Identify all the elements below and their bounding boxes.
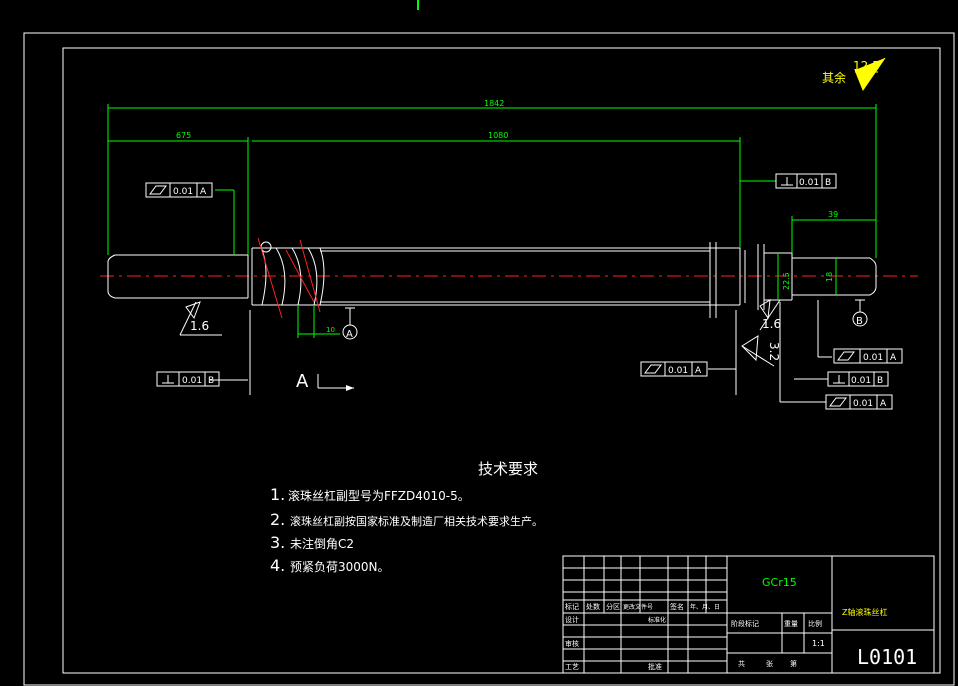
tb-weight-label: 重量 xyxy=(784,620,798,628)
svg-text:A: A xyxy=(880,399,887,409)
svg-text:B: B xyxy=(825,178,831,188)
tb-review-label: 审核 xyxy=(565,639,579,648)
tech-req-text-2: 滚珠丝杠副按国家标准及制造厂相关技术要求生产。 xyxy=(290,514,543,528)
surface-finish-note: 其余 12.5 xyxy=(822,57,886,92)
dim-diameter-large: 22.5 xyxy=(782,272,791,290)
svg-text:0.01: 0.01 xyxy=(173,187,193,197)
svg-text:A: A xyxy=(695,366,702,376)
surface-finish-other-value: 12.5 xyxy=(853,59,880,73)
tb-row-label-change: 更改文件号 xyxy=(623,603,653,611)
tb-row-label-date: 年、月、日 xyxy=(690,603,720,611)
svg-text:0.01: 0.01 xyxy=(863,353,883,363)
tolerance-frame-5: 0.01 A xyxy=(833,348,903,364)
svg-text:0.01: 0.01 xyxy=(799,178,819,188)
roughness-2: 1.6 xyxy=(762,317,781,331)
tech-req-text-3: 未注倒角C2 xyxy=(290,536,354,551)
tb-row-label-count: 处数 xyxy=(586,602,600,611)
roughness-1: 1.6 xyxy=(190,319,209,333)
roughness-3: 3.2 xyxy=(767,342,781,361)
tb-scale-label: 比例 xyxy=(808,619,822,628)
title-block: 标记 处数 分区 更改文件号 签名 年、月、日 设计 标准化 审核 工艺 批准 … xyxy=(562,555,935,674)
outer-frame xyxy=(23,32,955,686)
section-a-label: A xyxy=(296,371,309,392)
tech-req-num-3: 3. xyxy=(270,533,285,552)
tolerance-frames: 0.01 A 0.01 B 0.01 B 0.01 A xyxy=(145,173,903,410)
tech-req-text-4: 预紧负荷3000N。 xyxy=(290,560,390,574)
tb-sheet-num-label: 第 xyxy=(790,659,797,668)
svg-text:0.01: 0.01 xyxy=(851,376,871,386)
tech-req-num-2: 2. xyxy=(270,510,285,529)
tb-row-label-sign: 签名 xyxy=(670,602,684,611)
tech-req-num-4: 4. xyxy=(270,556,285,575)
svg-text:A: A xyxy=(200,187,207,197)
svg-text:B: B xyxy=(208,376,214,386)
svg-text:A: A xyxy=(890,353,897,363)
tb-part-name: Z轴滚珠丝杠 xyxy=(842,607,887,617)
tech-req-text-1: 滚珠丝杠副型号为FFZD4010-5。 xyxy=(288,488,470,503)
dim-overall: 1842 xyxy=(484,99,504,108)
svg-text:B: B xyxy=(877,376,883,386)
roughness-symbols: 1.6 1.6 3.2 xyxy=(179,299,781,367)
svg-text:0.01: 0.01 xyxy=(668,366,688,376)
surface-finish-other-label: 其余 xyxy=(822,70,846,85)
tech-requirements-title: 技术要求 xyxy=(478,460,538,478)
tb-scale-value: 1:1 xyxy=(812,639,825,648)
svg-text:0.01: 0.01 xyxy=(182,376,202,386)
tolerance-frame-4: 0.01 A xyxy=(640,361,708,377)
datum-a-circle: A xyxy=(346,329,353,340)
tb-designer-label: 设计 xyxy=(565,615,579,624)
tb-sheet-of-label: 张 xyxy=(766,659,773,668)
tolerance-frame-6: 0.01 B xyxy=(827,371,889,387)
datum-b-circle: B xyxy=(856,316,863,327)
tolerance-frame-2: 0.01 B xyxy=(775,173,837,189)
tb-row-label-zone: 分区 xyxy=(606,602,620,611)
tolerance-frame-3: 0.01 B xyxy=(156,371,220,387)
dim-thread-length: 1080 xyxy=(488,131,508,140)
tech-requirements: 技术要求 1. 滚珠丝杠副型号为FFZD4010-5。 2. 滚珠丝杠副按国家标… xyxy=(270,460,543,575)
tolerance-frame-7: 0.01 A xyxy=(825,394,893,410)
inner-frame xyxy=(62,47,941,674)
tolerance-frame-1: 0.01 A xyxy=(145,182,213,198)
datum-markers: A B A xyxy=(296,299,868,392)
tb-process-label: 工艺 xyxy=(565,663,579,671)
tb-stage-label: 阶段标记 xyxy=(731,619,759,628)
tb-standardize-label: 标准化 xyxy=(648,616,666,624)
svg-text:0.01: 0.01 xyxy=(853,399,873,409)
tb-row-label-mark: 标记 xyxy=(565,602,579,611)
dimensions: 1842 675 1080 39 22.5 18 10 xyxy=(107,99,877,403)
dim-right-journal: 39 xyxy=(828,210,838,219)
thread-marks xyxy=(257,237,321,319)
dim-left-segment: 675 xyxy=(176,131,191,140)
tb-approve-label: 批准 xyxy=(648,662,662,671)
dim-groove-width: 10 xyxy=(326,326,335,334)
tech-req-num-1: 1. xyxy=(270,485,285,504)
tb-drawing-number: L0101 xyxy=(857,645,917,669)
tb-sheet-label: 共 xyxy=(738,659,745,668)
dim-diameter-small: 18 xyxy=(825,272,834,282)
tb-material: GCr15 xyxy=(762,576,797,589)
